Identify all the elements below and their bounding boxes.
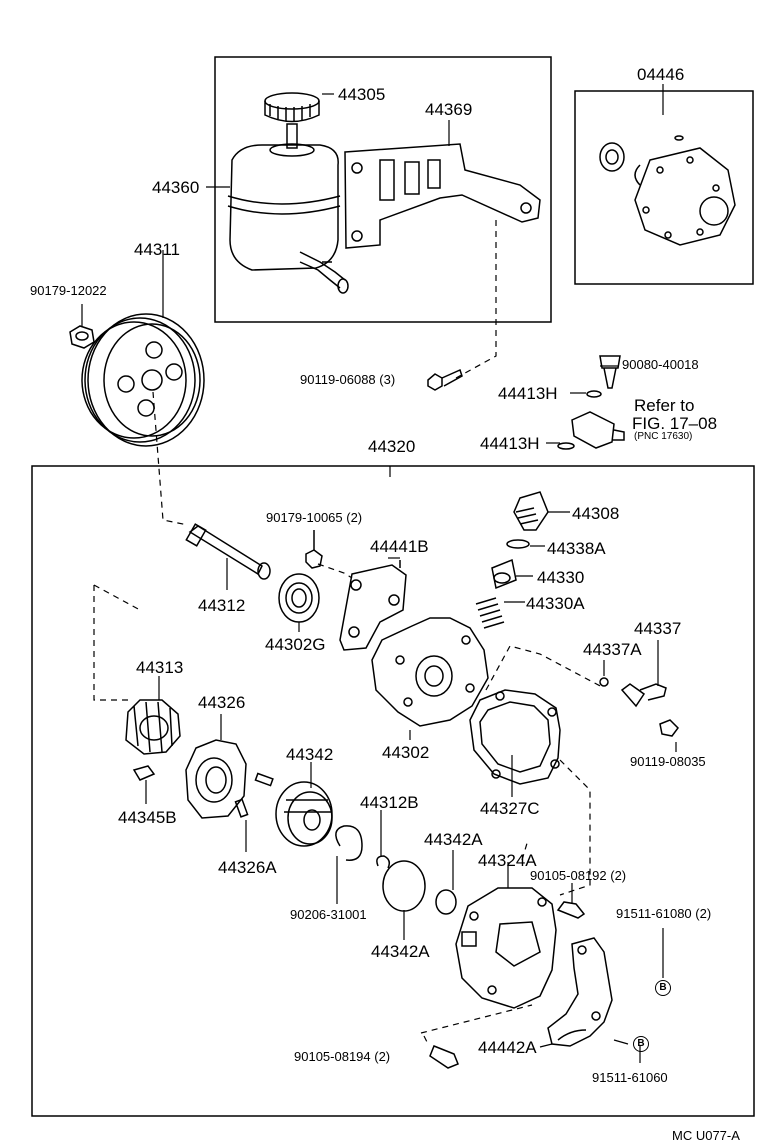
small-bolt-icon	[659, 719, 679, 737]
o-ring-icon	[506, 539, 530, 549]
suction-port-union-icon	[599, 677, 667, 708]
flow-control-fitting-icon	[513, 491, 549, 531]
reservoir-bolt-icon	[427, 368, 463, 391]
label-fig-17-08: FIG. 17–08	[632, 414, 718, 433]
vane-plate-icon	[132, 765, 156, 781]
pressure-switch-icon	[557, 411, 625, 450]
rear-bracket-icon	[547, 937, 613, 1047]
flow-control-valve-icon	[491, 558, 517, 590]
label-44342A-bottom: 44342A	[371, 942, 430, 961]
front-housing-icon	[371, 617, 489, 727]
pulley-icon	[81, 313, 205, 447]
large-o-ring-icon	[382, 860, 426, 912]
label-44326A: 44326A	[218, 858, 277, 877]
spring-icon	[475, 597, 505, 629]
label-90080-40018: 90080-40018	[622, 357, 699, 372]
label-44312: 44312	[198, 596, 246, 615]
label-91511-61080: 91511-61080 (2)	[616, 906, 712, 921]
label-44326: 44326	[198, 693, 246, 712]
label-44302: 44302	[382, 743, 430, 762]
pin-icon	[234, 772, 274, 818]
label-pnc-17630: (PNC 17630)	[634, 431, 693, 442]
marker-b-lower: B	[633, 1036, 649, 1052]
bracket-nut-icon	[305, 530, 323, 569]
pressure-plate-icon	[275, 781, 333, 847]
label-44338A: 44338A	[547, 539, 606, 558]
label-refer-to: Refer to	[634, 396, 695, 415]
label-90105-08192: 90105-08192 (2)	[530, 868, 627, 883]
label-44342: 44342	[286, 745, 334, 764]
gasket-kit-frame	[574, 90, 754, 285]
label-44312B: 44312B	[360, 793, 419, 812]
label-44360: 44360	[152, 178, 200, 197]
marker-b-upper: B	[655, 980, 671, 996]
pump-assembly-frame	[31, 465, 755, 1117]
reservoir-group-frame	[214, 56, 552, 323]
gasket-kit-contents-icon	[599, 135, 736, 246]
diagram-code: MC U077-A	[672, 1128, 740, 1143]
label-44342A-top: 44342A	[424, 830, 483, 849]
small-o-ring-icon	[435, 889, 457, 915]
pulley-nut-icon	[69, 325, 95, 349]
pump-shaft-icon	[185, 523, 271, 580]
label-44327C: 44327C	[480, 799, 540, 818]
label-44442A: 44442A	[478, 1038, 537, 1057]
snap-ring-icon	[335, 825, 363, 861]
label-44330A: 44330A	[526, 594, 585, 613]
retaining-ring-icon	[376, 855, 391, 869]
label-44324A: 44324A	[478, 851, 537, 870]
label-90179-12022: 90179-12022	[30, 283, 107, 298]
label-90119-06088: 90119-06088 (3)	[300, 372, 396, 387]
label-91511-61060: 91511-61060	[592, 1070, 668, 1085]
label-90179-10065: 90179-10065 (2)	[266, 510, 363, 525]
label-44302G: 44302G	[265, 635, 326, 654]
pump-leader-lines	[145, 511, 677, 1063]
label-44320: 44320	[368, 437, 416, 456]
label-44305: 44305	[338, 85, 386, 104]
union-bolt-icon	[586, 355, 621, 398]
leader-lines	[81, 84, 664, 477]
reservoir-bracket-icon	[344, 143, 541, 249]
label-90206-31001: 90206-31001	[290, 907, 367, 922]
dashed-guide-lines	[93, 220, 605, 1045]
label-44337: 44337	[634, 619, 682, 638]
rotor-icon	[185, 739, 247, 819]
cam-ring-icon	[125, 699, 181, 755]
label-90105-08194: 90105-08194 (2)	[294, 1049, 391, 1064]
rear-housing-icon	[455, 887, 557, 1009]
label-44313: 44313	[136, 658, 184, 677]
reservoir-tank-icon	[227, 143, 349, 294]
front-bracket-icon	[339, 560, 407, 651]
label-44413H-top: 44413H	[498, 384, 558, 403]
label-44311: 44311	[134, 240, 181, 259]
label-44369: 44369	[425, 100, 473, 119]
label-44413H-bottom: 44413H	[480, 434, 540, 453]
label-04446: 04446	[637, 65, 685, 84]
label-44308: 44308	[572, 504, 620, 523]
label-44330: 44330	[537, 568, 585, 587]
label-44441B: 44441B	[370, 537, 429, 556]
label-90119-08035: 90119-08035	[630, 754, 706, 769]
bracket-bolt-icon	[429, 1045, 459, 1069]
bearing-icon	[278, 573, 320, 623]
label-44337A: 44337A	[583, 640, 642, 659]
rear-gasket-icon	[469, 689, 561, 785]
rear-housing-bolt-icon	[556, 901, 586, 919]
reservoir-cap-icon	[264, 92, 320, 149]
label-44345B: 44345B	[118, 808, 177, 827]
